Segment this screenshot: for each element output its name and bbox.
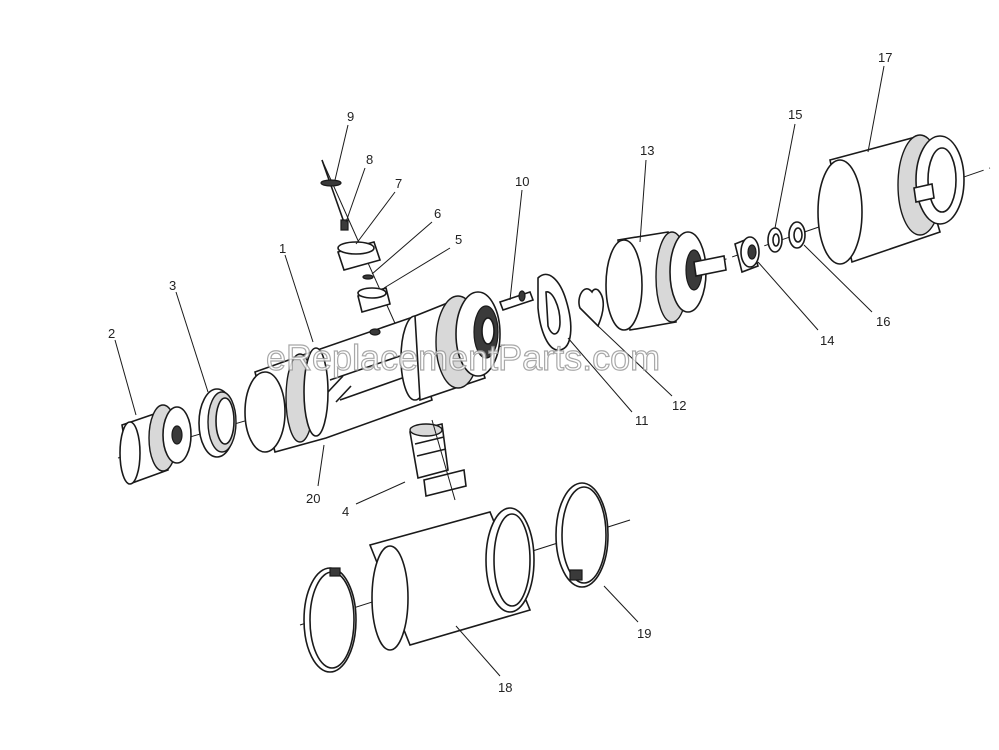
callout-2: 2 [108, 326, 115, 341]
part-11-clip[interactable] [537, 273, 572, 351]
part-9-pin[interactable] [320, 159, 347, 229]
callout-17: 17 [878, 50, 892, 65]
part-6-washer[interactable] [362, 274, 374, 280]
part-16-snap-ring[interactable] [788, 221, 806, 249]
callout-11: 11 [635, 413, 649, 428]
watermark-text: eReplacementParts.com [266, 337, 660, 378]
callout-6: 6 [434, 206, 441, 221]
callout-14: 14 [820, 333, 834, 348]
part-4-valve-stem[interactable] [409, 419, 467, 501]
part-14-bearing[interactable] [734, 236, 760, 274]
callout-19: 19 [637, 626, 651, 641]
callout-5: 5 [455, 232, 462, 247]
part-15-washer[interactable] [767, 227, 783, 253]
part-3-threaded-ring[interactable] [198, 388, 237, 458]
callout-15: 15 [788, 107, 802, 122]
part-19-hose-clamps[interactable] [303, 482, 609, 673]
part-12-heart-spring[interactable] [578, 288, 605, 328]
part-13-rotor[interactable] [605, 231, 727, 331]
part-8-spring[interactable] [340, 219, 349, 231]
part-7-bushing[interactable] [336, 241, 382, 271]
leader-lines [114, 65, 885, 677]
part-20-screws[interactable] [327, 375, 352, 403]
callout-20: 20 [306, 491, 320, 506]
callout-16: 16 [876, 314, 890, 329]
part-10-shaft[interactable] [498, 290, 535, 312]
part-5-ring[interactable] [357, 287, 391, 313]
part-18-sleeve[interactable] [368, 507, 535, 651]
callout-18: 18 [498, 680, 512, 695]
callout-13: 13 [640, 143, 654, 158]
callout-3: 3 [169, 278, 176, 293]
callout-4: 4 [342, 504, 349, 519]
callout-labels: 1 2 3 4 5 6 7 8 9 10 11 12 13 14 15 16 1… [108, 50, 892, 695]
callout-7: 7 [395, 176, 402, 191]
part-17-rear-housing[interactable] [817, 134, 965, 265]
callout-10: 10 [515, 174, 529, 189]
part-2-end-cap[interactable] [119, 404, 192, 485]
part-1-main-housing[interactable] [244, 291, 501, 453]
callout-1: 1 [279, 241, 286, 256]
callout-8: 8 [366, 152, 373, 167]
callout-12: 12 [672, 398, 686, 413]
callout-9: 9 [347, 109, 354, 124]
